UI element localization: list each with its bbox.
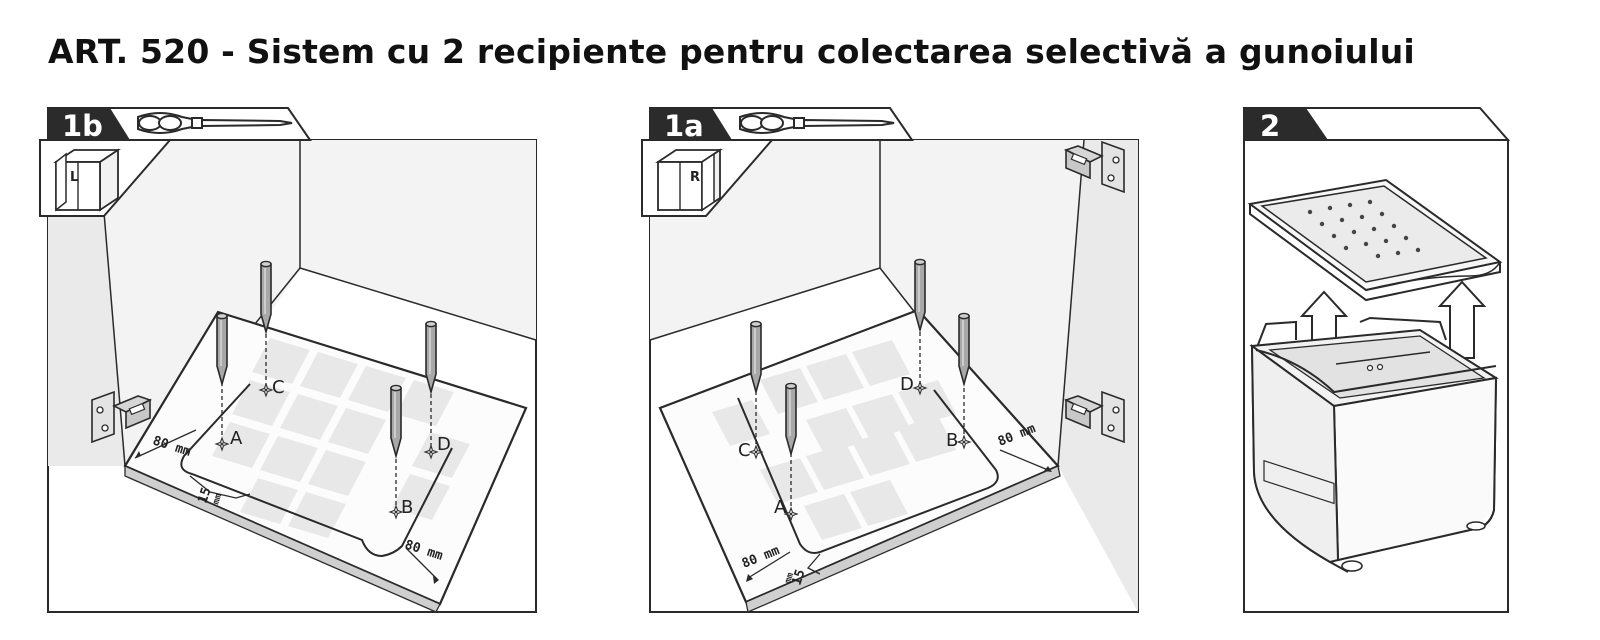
- step-tab-1a: [650, 108, 732, 140]
- panel-1b-back-wall-right: [300, 140, 536, 340]
- point-label-c: C: [738, 440, 751, 461]
- screw-icon: [425, 320, 437, 393]
- panel-1b-rail-outline: [180, 383, 453, 558]
- panel-1b-back-wall-left: [98, 140, 300, 466]
- panel-1a: C D B A 80 mm 80 mm 15 mm 1a R: [641, 107, 1139, 613]
- panel-1b-left-wall: [48, 140, 125, 466]
- screw-icon: [750, 320, 762, 393]
- dimension-edge: 15: [790, 568, 809, 588]
- bin-lid: [1247, 178, 1503, 302]
- panel-1b: A C D B 80 mm 80 mm 15 mm 1b L: [39, 107, 537, 613]
- screw-icon: [914, 258, 926, 331]
- point-label-b: B: [946, 430, 958, 451]
- dimension-edge-unit: mm: [783, 571, 796, 585]
- cabinet-side-label: L: [70, 170, 78, 185]
- page-title: ART. 520 - Sistem cu 2 recipiente pentru…: [48, 32, 1415, 71]
- point-label-a: A: [230, 428, 243, 449]
- cabinet-side-label: R: [690, 170, 700, 185]
- panel-1a-rail-outline: [737, 389, 999, 554]
- point-label-d: D: [437, 434, 451, 455]
- panel-2: 2: [1243, 107, 1511, 613]
- screw-icon: [260, 260, 272, 333]
- screw-icon: [216, 312, 228, 385]
- point-label-d: D: [900, 374, 914, 395]
- step-tab-1b: [48, 108, 130, 140]
- step-number-2: 2: [1260, 109, 1280, 143]
- waste-bin-icon: [1249, 316, 1499, 573]
- step-number-1a: 1a: [664, 109, 704, 143]
- panel-1a-back-wall-right: [880, 140, 1084, 466]
- up-arrow-icon: [1437, 280, 1487, 359]
- panel-1a-right-wall: [1058, 140, 1138, 612]
- step-tab-2: [1244, 108, 1328, 140]
- point-label-b: B: [401, 497, 413, 518]
- dimension-edge-unit: mm: [211, 492, 224, 506]
- step-number-1b: 1b: [62, 109, 103, 143]
- screw-icon: [958, 312, 970, 385]
- point-label-a: A: [774, 497, 787, 518]
- point-label-c: C: [272, 377, 285, 398]
- dimension-edge: 15: [196, 486, 215, 506]
- screw-icon: [390, 384, 402, 457]
- screw-icon: [785, 382, 797, 455]
